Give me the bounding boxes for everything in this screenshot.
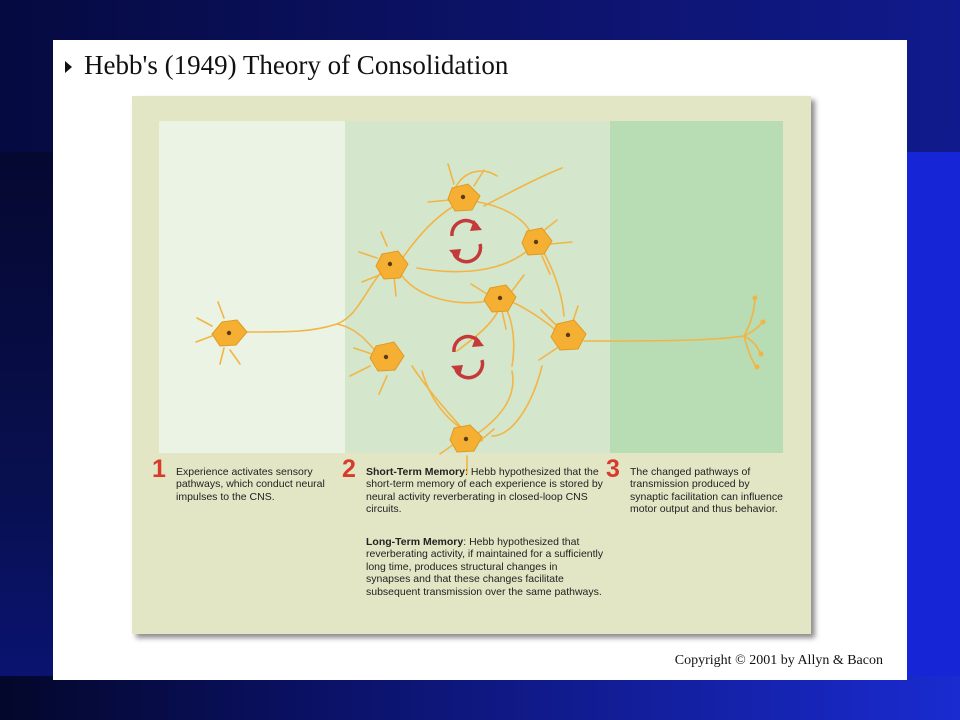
- axon-loop2-c: [476, 370, 514, 435]
- step-1-number: 1: [152, 455, 166, 483]
- zone-sensory: [159, 121, 345, 453]
- copyright: Copyright © 2001 by Allyn & Bacon: [674, 653, 883, 668]
- axon-sensory: [246, 270, 383, 333]
- step-1-text: Experience activates sensory pathways, w…: [176, 466, 325, 503]
- step-2-text: : Hebb hypothesized that the short-term …: [366, 466, 603, 516]
- axon-output: [583, 335, 745, 342]
- axon-loop1-f: [539, 245, 565, 317]
- figure-panel: 1 Experience activates sensory pathways,…: [132, 96, 811, 634]
- axon-terminal-3: [743, 335, 761, 354]
- axon-terminal-4: [743, 335, 757, 367]
- axon-loop1-a: [396, 205, 455, 267]
- axon-terminal-1: [743, 298, 756, 337]
- neuron-cns-1: [375, 250, 409, 280]
- axon-loop1-g: [401, 275, 488, 304]
- neuron-nuclei: [226, 194, 571, 442]
- long-term-text: : Hebb hypothesized that reverberating a…: [366, 536, 604, 598]
- slide: Hebb's (1949) Theory of Consolidation: [53, 40, 907, 680]
- step-2-number: 2: [342, 455, 356, 483]
- axon-loop1-b: [471, 200, 533, 237]
- step-2-heading: Short-Term Memory: [366, 466, 465, 478]
- axon-loop2-b: [411, 365, 465, 432]
- long-term-heading: Long-Term Memory: [366, 536, 464, 548]
- axon-loop2-d: [501, 303, 515, 367]
- bullet-arrow-icon: [65, 60, 72, 73]
- slide-title: Hebb's (1949) Theory of Consolidation: [65, 50, 508, 81]
- axon-loop1-d: [483, 167, 563, 207]
- zone-cns: [345, 121, 610, 453]
- step-3-text: The changed pathways of transmission pro…: [630, 466, 783, 516]
- dendrites: [195, 163, 579, 475]
- step-1: 1 Experience activates sensory pathways,…: [152, 456, 326, 503]
- slide-title-text: Hebb's (1949) Theory of Consolidation: [84, 50, 509, 80]
- terminal-buttons: [752, 295, 766, 370]
- step-3-number: 3: [606, 455, 620, 483]
- step-3: 3 The changed pathways of transmission p…: [606, 456, 790, 516]
- step-2: 2 Short-Term Memory: Hebb hypothesized t…: [342, 456, 604, 516]
- long-term-memory: Long-Term Memory: Hebb hypothesized that…: [366, 536, 604, 598]
- zone-motor: [610, 121, 783, 453]
- axon-loop2-f: [491, 365, 543, 437]
- axon-loop1-c: [416, 250, 528, 273]
- neuron-diagram: [195, 163, 766, 475]
- background-bottom: [0, 676, 960, 720]
